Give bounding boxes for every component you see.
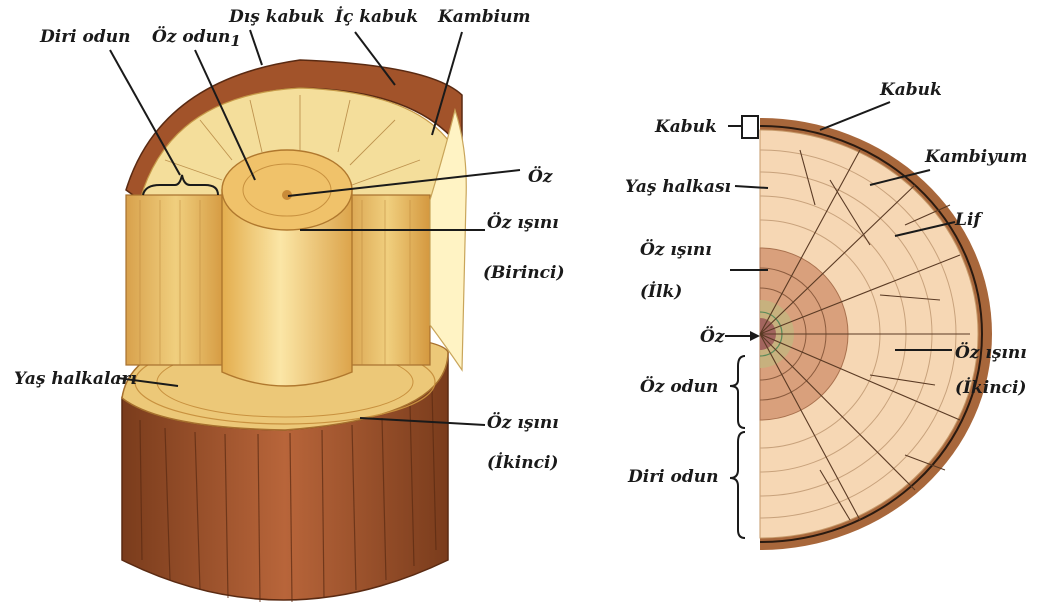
label-dis-kabuk: Dış kabuk <box>228 7 325 27</box>
leader-dis-kabuk <box>250 30 262 65</box>
label-diri-odun: Diri odun <box>39 27 130 47</box>
label-diri-odun-right: Diri odun <box>627 467 718 487</box>
label-lif: Lif <box>954 210 983 230</box>
label-ic-kabuk: İç kabuk <box>334 6 418 27</box>
label-ikinci-right: (İkinci) <box>955 377 1026 398</box>
label-oz-isini-ilk: Öz ışını <box>640 239 712 260</box>
log-3d-diagram: Diri odun Öz odun1 Dış kabuk İç kabuk Ka… <box>14 6 565 602</box>
label-kabuk-top: Kabuk <box>879 80 942 100</box>
cross-section-diagram: Kabuk Kabuk Kambiyum Yaş halkası Lif Öz … <box>625 80 1027 550</box>
label-oz-isini-ikinci-right: Öz ışını <box>955 342 1027 363</box>
brace-oz-odun <box>730 356 745 428</box>
kabuk-bracket <box>742 116 758 138</box>
label-kambium: Kambium <box>437 7 530 27</box>
label-kabuk-left: Kabuk <box>654 117 717 137</box>
label-kambiyum: Kambiyum <box>924 147 1027 167</box>
brace-diri-odun-right <box>730 432 745 538</box>
label-birinci: (Birinci) <box>483 263 565 283</box>
label-oz-odun-right: Öz odun <box>640 376 718 397</box>
label-ikinci-left: (İkinci) <box>487 452 558 473</box>
label-ilk: (İlk) <box>640 281 682 302</box>
label-oz-isini-ikinci: Öz ışını <box>487 412 559 433</box>
leader-kabuk-top <box>820 102 890 130</box>
label-oz-odun: Öz odun1 <box>152 26 241 50</box>
sapwood-face-left <box>126 195 226 365</box>
label-oz-right: Öz <box>700 326 725 347</box>
label-yas-halkasi: Yaş halkası <box>625 177 731 197</box>
label-oz-isini-birinci: Öz ışını <box>487 212 559 233</box>
sapwood-face-right <box>345 195 430 365</box>
label-oz-left: Öz <box>528 166 553 187</box>
